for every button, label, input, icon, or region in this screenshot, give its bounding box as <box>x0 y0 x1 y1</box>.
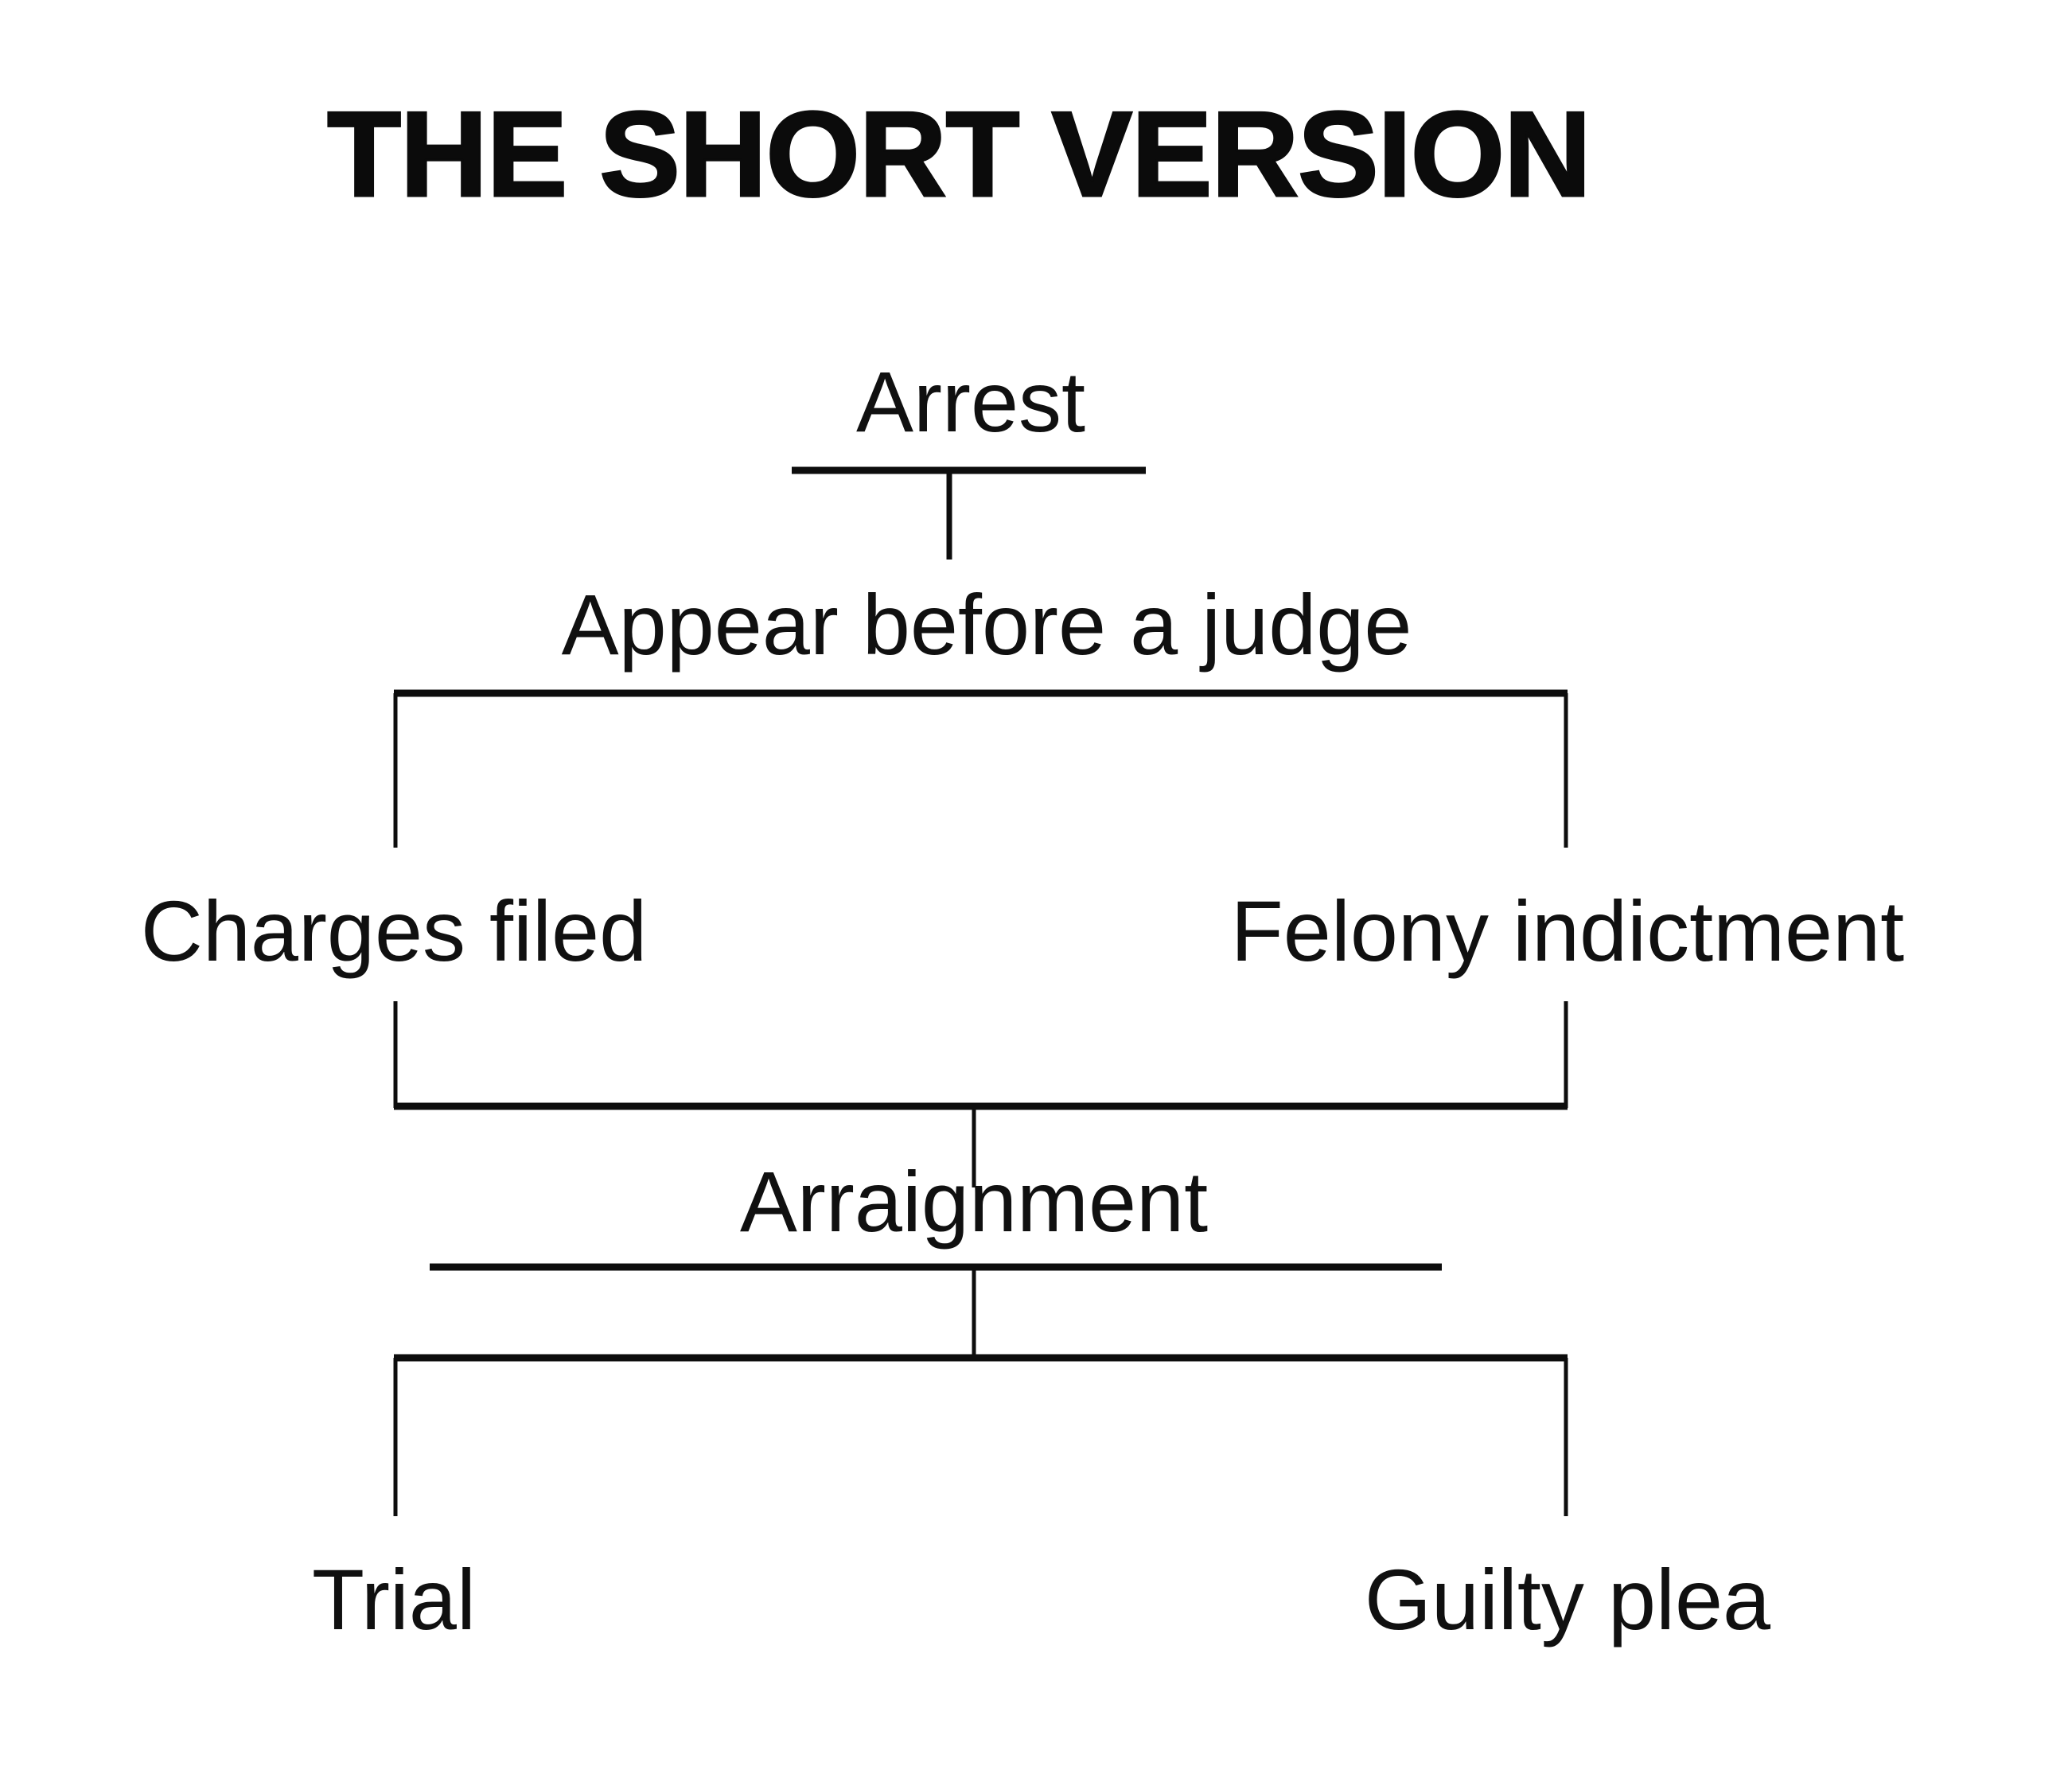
node-guilty-plea: Guilty plea <box>1364 1551 1771 1647</box>
page-title: THE SHORT VERSION <box>326 87 1593 222</box>
node-arrest: Arrest <box>855 353 1086 450</box>
node-arraignment: Arraignment <box>739 1153 1209 1250</box>
node-felony-indictment: Felony indictment <box>1230 883 1905 979</box>
node-charges-filed: Charges filed <box>140 883 648 979</box>
node-trial: Trial <box>312 1551 476 1647</box>
node-appear-before-a-judge: Appear before a judge <box>561 576 1412 673</box>
